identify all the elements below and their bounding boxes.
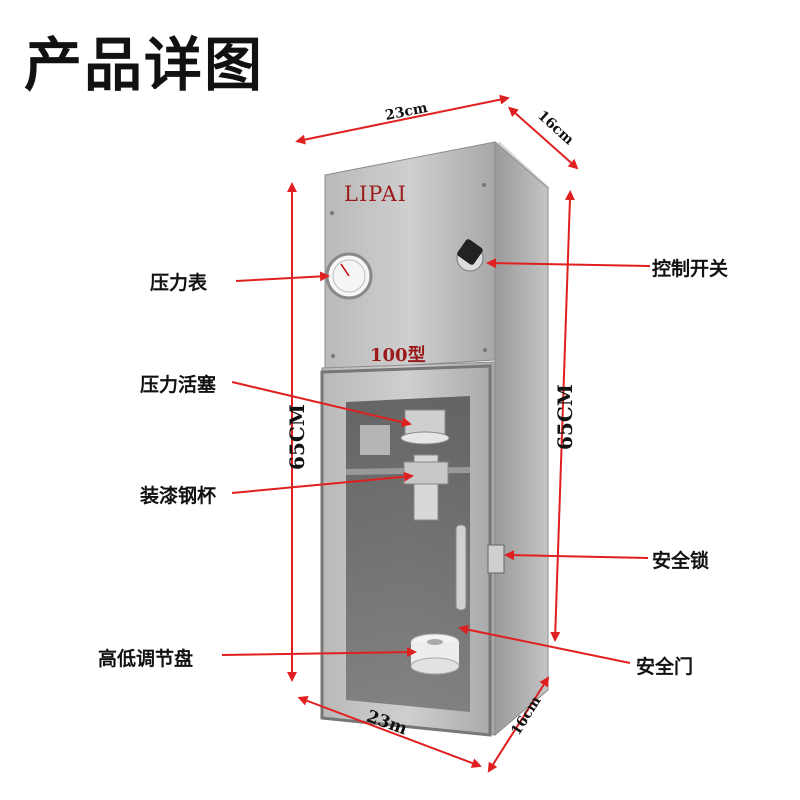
model-label: 100型 — [370, 345, 426, 366]
callout-arrow-lock — [504, 550, 649, 561]
dim-bottom-depth-arrow — [487, 676, 550, 773]
label-paint-cup: 装漆钢杯 — [140, 485, 217, 507]
page-title: 产品详图 — [24, 31, 265, 99]
label-pressure-piston: 压力活塞 — [140, 374, 217, 396]
dim-top-depth-arrow — [508, 106, 579, 170]
door-handle — [455, 524, 467, 611]
label-safety-lock: 安全锁 — [652, 550, 710, 572]
callout-arrow-door — [458, 624, 631, 664]
dim-left-height: 65CM — [284, 404, 309, 470]
safety-lock-body — [487, 544, 505, 574]
label-height-dial: 高低调节盘 — [98, 648, 194, 670]
callout-arrow-piston — [231, 381, 412, 428]
label-safety-door: 安全门 — [636, 656, 694, 678]
dim-right-height-arrow — [550, 190, 575, 642]
side-panel — [494, 140, 549, 737]
callout-arrow-switch — [486, 258, 651, 269]
dim-top-width-arrow — [295, 94, 510, 145]
brand-logo-text: LIPAI — [344, 182, 407, 206]
label-control-switch: 控制开关 — [652, 258, 729, 280]
callout-arrow-cup — [231, 471, 414, 494]
dim-right-height: 65CM — [552, 384, 577, 450]
callout-arrow-dial — [221, 647, 417, 658]
label-pressure-gauge: 压力表 — [150, 272, 208, 294]
callout-arrow-gauge — [235, 271, 330, 282]
dim-bottom-width-arrow — [297, 696, 482, 768]
